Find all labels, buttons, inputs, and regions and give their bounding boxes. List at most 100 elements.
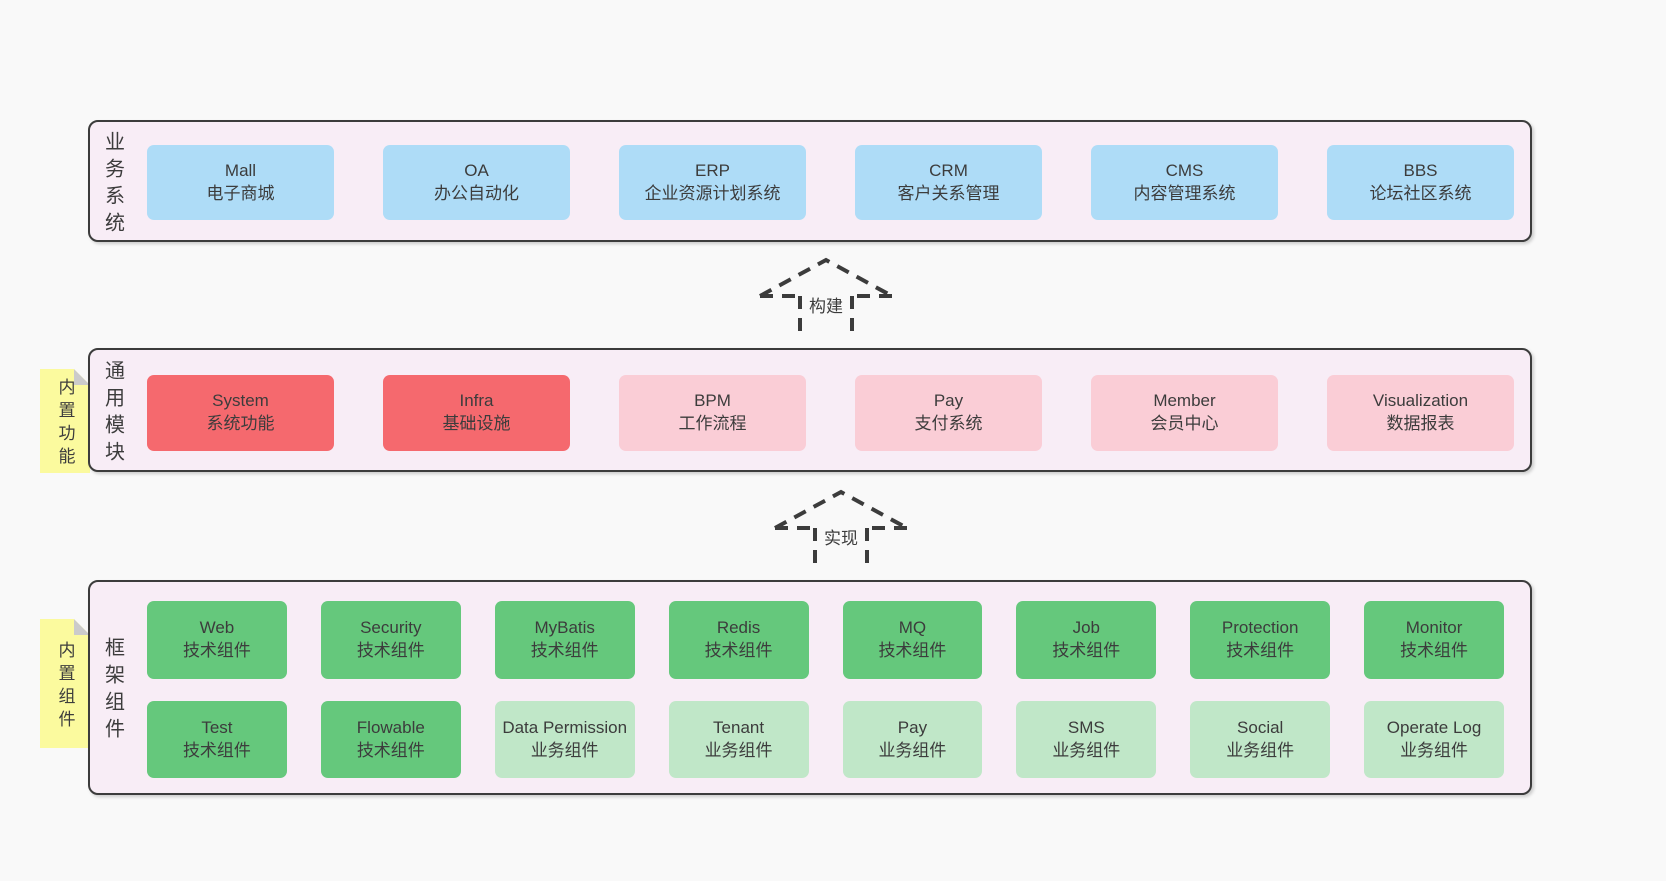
node-infra: Infra 基础设施 xyxy=(383,375,570,451)
framework-components-row2: Test 技术组件 Flowable 技术组件 Data Permission … xyxy=(147,701,1504,778)
build-arrow: 构建 xyxy=(756,256,896,342)
common-modules-layer-label: 通用模块 xyxy=(98,350,128,470)
node-crm: CRM 客户关系管理 xyxy=(855,145,1042,220)
node-test: Test 技术组件 xyxy=(147,701,287,778)
node-title: OA xyxy=(464,160,489,180)
node-subtitle: 业务组件 xyxy=(1052,740,1121,760)
node-title: Infra xyxy=(459,391,494,411)
node-subtitle: 支付系统 xyxy=(914,414,983,433)
node-member: Member 会员中心 xyxy=(1091,375,1278,451)
node-oa: OA 办公自动化 xyxy=(383,145,570,220)
node-title: Monitor xyxy=(1405,618,1463,638)
common-modules-row: System 系统功能 Infra 基础设施 BPM 工作流程 Pay 支付系统… xyxy=(147,375,1514,451)
node-title: Flowable xyxy=(356,717,425,737)
node-subtitle: 内容管理系统 xyxy=(1133,183,1236,203)
node-title: Pay xyxy=(897,717,928,737)
node-subtitle: 论坛社区系统 xyxy=(1369,183,1472,203)
node-title: System xyxy=(212,391,269,411)
node-system: System 系统功能 xyxy=(147,375,334,451)
node-monitor: Monitor 技术组件 xyxy=(1364,601,1504,679)
up-arrow-icon xyxy=(759,257,893,340)
node-cms: CMS 内容管理系统 xyxy=(1091,145,1278,220)
node-title: Member xyxy=(1153,391,1216,411)
node-subtitle: 系统功能 xyxy=(206,414,275,433)
node-subtitle: 技术组件 xyxy=(878,641,947,660)
node-title: Test xyxy=(201,717,233,737)
framework-components-layer-label: 框架组件 xyxy=(98,582,128,793)
build-arrow-label: 构建 xyxy=(805,292,847,319)
node-subtitle: 企业资源计划系统 xyxy=(644,183,781,203)
node-title: Pay xyxy=(933,391,964,411)
node-subtitle: 业务组件 xyxy=(704,740,773,760)
business-systems-layer: 业务系统 Mall 电子商城 OA 办公自动化 ERP 企业资源计划系统 CRM… xyxy=(88,120,1532,242)
node-subtitle: 办公自动化 xyxy=(434,183,519,203)
node-mall: Mall 电子商城 xyxy=(147,145,334,220)
node-title: BBS xyxy=(1403,160,1438,180)
node-subtitle: 技术组件 xyxy=(356,740,425,760)
business-systems-row: Mall 电子商城 OA 办公自动化 ERP 企业资源计划系统 CRM 客户关系… xyxy=(147,145,1514,220)
note-built-in-components: 内置组件 xyxy=(40,619,90,748)
node-mybatis: MyBatis 技术组件 xyxy=(494,601,635,679)
node-title: Protection xyxy=(1221,618,1299,638)
layer-label-text: 通用模块 xyxy=(101,359,124,468)
node-bbs: BBS 论坛社区系统 xyxy=(1327,145,1514,220)
node-social: Social 业务组件 xyxy=(1190,701,1331,778)
node-title: MyBatis xyxy=(534,618,595,638)
node-subtitle: 数据报表 xyxy=(1386,414,1455,433)
node-title: ERP xyxy=(695,160,730,180)
node-title: Job xyxy=(1072,618,1101,638)
node-subtitle: 业务组件 xyxy=(878,740,947,760)
node-title: Data Permission xyxy=(502,717,628,737)
node-tenant: Tenant 业务组件 xyxy=(668,701,809,778)
up-arrow-icon xyxy=(774,489,908,572)
layer-label-text: 框架组件 xyxy=(101,637,124,745)
node-flowable: Flowable 技术组件 xyxy=(320,701,461,778)
node-protection: Protection 技术组件 xyxy=(1190,601,1331,679)
node-mq: MQ 技术组件 xyxy=(842,601,983,679)
node-title: MQ xyxy=(898,618,927,638)
node-subtitle: 技术组件 xyxy=(1226,641,1295,660)
node-title: Tenant xyxy=(713,717,765,737)
node-job: Job 技术组件 xyxy=(1016,601,1157,679)
node-subtitle: 电子商城 xyxy=(206,183,275,203)
node-subtitle: 业务组件 xyxy=(1226,740,1295,760)
node-subtitle: 技术组件 xyxy=(356,641,425,660)
node-bpm: BPM 工作流程 xyxy=(619,375,806,451)
node-subtitle: 技术组件 xyxy=(182,641,251,660)
node-subtitle: 业务组件 xyxy=(1400,740,1469,760)
business-systems-layer-label: 业务系统 xyxy=(98,122,128,240)
node-title: Security xyxy=(360,618,422,638)
node-redis: Redis 技术组件 xyxy=(668,601,809,679)
node-subtitle: 会员中心 xyxy=(1150,414,1219,433)
node-title: SMS xyxy=(1067,717,1105,737)
node-title: CMS xyxy=(1165,160,1204,180)
implement-arrow-label: 实现 xyxy=(820,524,862,551)
framework-components-row1: Web 技术组件 Security 技术组件 MyBatis 技术组件 Redi… xyxy=(147,601,1504,679)
node-pay-component: Pay 业务组件 xyxy=(842,701,983,778)
node-visualization: Visualization 数据报表 xyxy=(1327,375,1514,451)
implement-arrow: 实现 xyxy=(771,488,911,574)
node-title: Web xyxy=(199,618,235,638)
note-text: 内置功能 xyxy=(55,378,75,470)
node-web: Web 技术组件 xyxy=(147,601,287,679)
node-title: Social xyxy=(1237,717,1284,737)
node-subtitle: 技术组件 xyxy=(182,740,251,760)
node-pay-module: Pay 支付系统 xyxy=(855,375,1042,451)
node-subtitle: 客户关系管理 xyxy=(897,183,1000,203)
node-title: Redis xyxy=(716,618,761,638)
node-subtitle: 技术组件 xyxy=(530,641,599,660)
node-operate-log: Operate Log 业务组件 xyxy=(1364,701,1504,778)
node-subtitle: 工作流程 xyxy=(678,414,747,433)
node-subtitle: 技术组件 xyxy=(1400,641,1469,660)
node-subtitle: 技术组件 xyxy=(1052,641,1121,660)
node-title: CRM xyxy=(929,160,968,180)
node-title: BPM xyxy=(694,391,731,411)
common-modules-layer: 通用模块 System 系统功能 Infra 基础设施 BPM 工作流程 Pay… xyxy=(88,348,1532,472)
note-text: 内置组件 xyxy=(55,640,75,733)
node-subtitle: 技术组件 xyxy=(704,641,773,660)
layer-label-text: 业务系统 xyxy=(101,130,124,239)
framework-components-layer: 框架组件 Web 技术组件 Security 技术组件 MyBatis 技术组件… xyxy=(88,580,1532,795)
node-title: Operate Log xyxy=(1386,717,1482,737)
note-built-in-features: 内置功能 xyxy=(40,369,90,473)
